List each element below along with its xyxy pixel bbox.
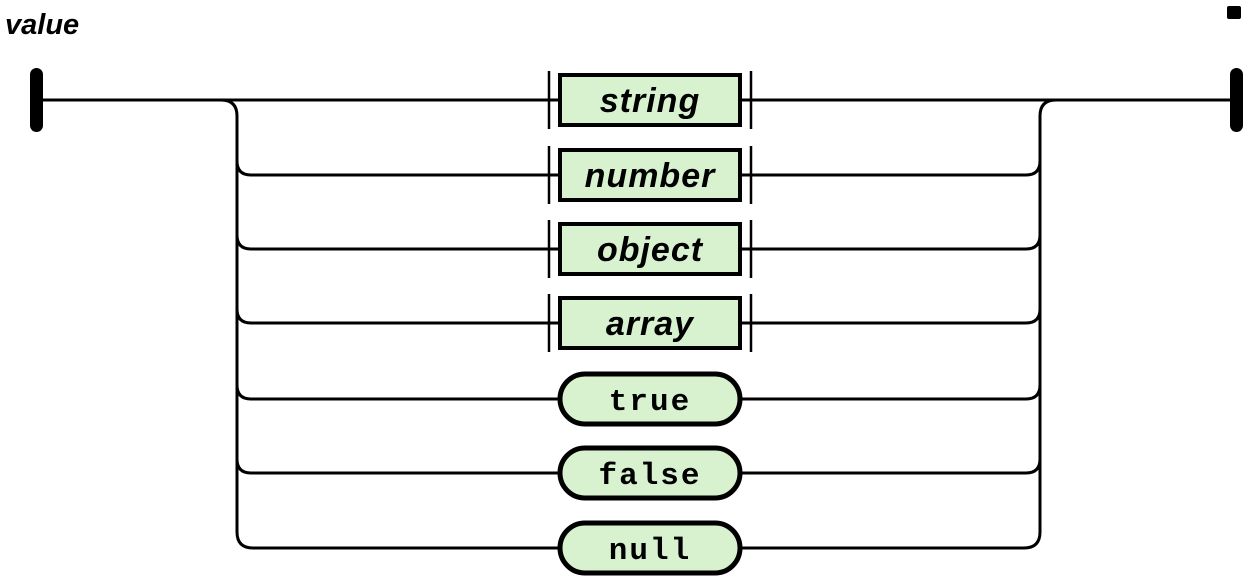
rail-left-trunk (220, 98, 560, 550)
node-array: array (558, 296, 742, 350)
node-number-box (558, 148, 742, 202)
rail-right-false (740, 458, 1042, 475)
rail-right-trunk (740, 98, 1057, 550)
tick-pair-object (547, 220, 753, 278)
node-true-label: true (609, 385, 691, 420)
node-true: true (557, 371, 743, 427)
node-object-label: object (597, 231, 704, 269)
start-terminal (30, 68, 43, 132)
node-object-box (558, 222, 742, 276)
rail-left-false (235, 458, 560, 475)
rail-right-number (740, 160, 1042, 177)
node-number-label: number (585, 157, 716, 195)
end-terminal (1230, 68, 1243, 132)
node-false: false (557, 445, 743, 501)
rail-left-array (235, 308, 560, 325)
node-null-label: null (609, 534, 691, 569)
connection-ticks (547, 71, 753, 352)
node-false-label: false (598, 459, 701, 494)
tick-pair-array (547, 294, 753, 352)
rails (43, 98, 1230, 550)
node-array-label: array (606, 305, 695, 343)
rail-right-object (740, 234, 1042, 251)
rail-right-array (740, 308, 1042, 325)
node-array-box (558, 296, 742, 350)
node-object: object (558, 222, 742, 276)
node-true-pill (557, 371, 743, 427)
diagram-title: value (5, 9, 79, 41)
node-string: string (558, 73, 742, 127)
rail-left-object (235, 234, 560, 251)
node-string-box (558, 73, 742, 127)
node-number: number (558, 148, 742, 202)
node-null-pill (557, 520, 743, 576)
tick-pair-number (547, 146, 753, 204)
node-null: null (557, 520, 743, 576)
rail-left-true (235, 384, 560, 401)
rail-right-true (740, 384, 1042, 401)
corner-artifact-dot (1227, 6, 1241, 19)
tick-pair-string (547, 71, 753, 129)
node-false-pill (557, 445, 743, 501)
node-string-label: string (600, 82, 700, 120)
rail-left-number (235, 160, 560, 177)
